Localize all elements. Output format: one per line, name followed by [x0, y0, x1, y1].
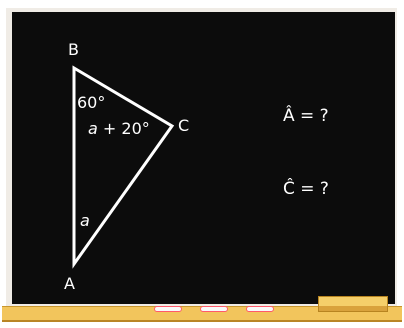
angle-b-label: 60°	[77, 93, 105, 112]
chalk-piece	[246, 306, 274, 312]
chalk-piece	[200, 306, 228, 312]
vertex-b-label: B	[68, 40, 79, 59]
triangle-abc	[72, 65, 175, 269]
angle-c-variable: a	[88, 119, 98, 138]
angle-c-label: a + 20°	[88, 119, 150, 138]
vertex-c-label: C	[178, 116, 189, 135]
chalkboard	[12, 12, 395, 304]
chalk-piece	[154, 306, 182, 312]
question-angle-c: Ĉ = ?	[283, 177, 329, 199]
angle-a-label: a	[80, 211, 90, 230]
angle-c-offset: + 20°	[98, 119, 150, 138]
eraser	[318, 296, 388, 312]
question-angle-a: Â = ?	[283, 104, 329, 126]
vertex-a-label: A	[64, 274, 75, 293]
